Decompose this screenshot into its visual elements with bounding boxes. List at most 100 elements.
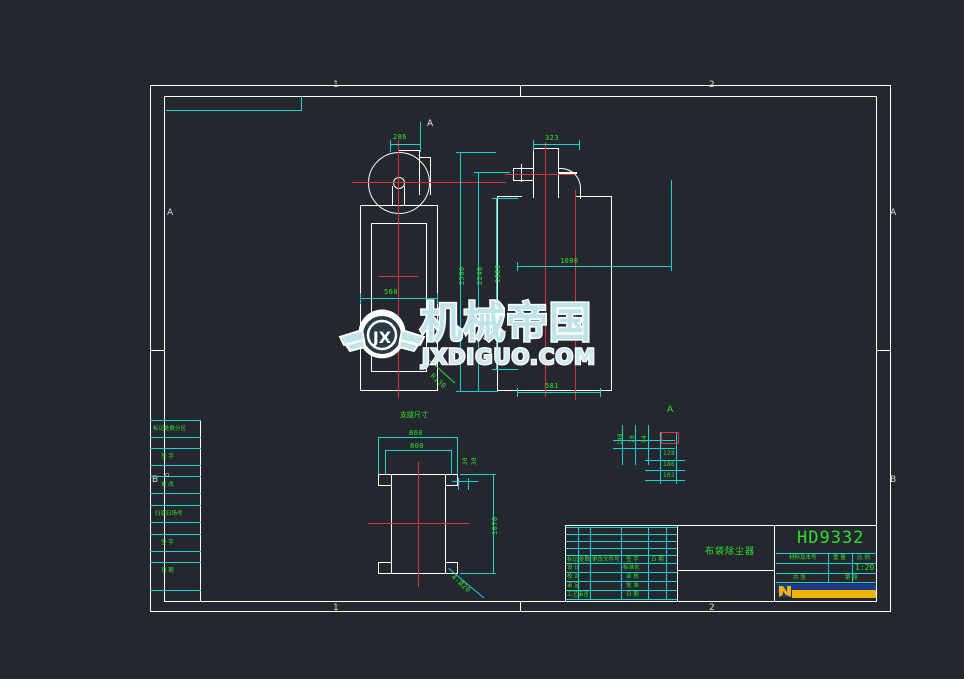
- dim-2240-ext-top: [474, 172, 510, 173]
- bottom-leg-br3: [445, 573, 458, 574]
- fan-hub-circle: [393, 177, 405, 189]
- company-logo-icon: [779, 586, 791, 597]
- sig-row-0-check: 标准化: [623, 565, 640, 571]
- rev-row-line-5: [150, 493, 201, 494]
- dim-1380-text: 1380: [494, 264, 502, 283]
- detail-a-vline-3: [648, 425, 649, 465]
- rev-table-zone-marker: ▫: [165, 471, 170, 479]
- front-neck-left: [392, 186, 393, 206]
- rev-row-line-8: [150, 534, 201, 535]
- sig-header-1: 处数: [579, 557, 591, 563]
- detail-a-vline-2: [635, 425, 636, 465]
- dim-small-tick: [452, 481, 478, 482]
- sig-v-4: [666, 527, 667, 599]
- bottom-leg-tl: [378, 474, 391, 475]
- bottom-view-title: 支腿尺寸: [400, 411, 428, 419]
- dim-2500-ext-top: [456, 152, 496, 153]
- zone-label-right-a: A: [890, 208, 897, 218]
- rev-row-line-0: [150, 420, 201, 421]
- fan-duct-top: [419, 157, 431, 158]
- company-name-bar: [792, 590, 876, 598]
- sheet-outer-border-right: [890, 85, 891, 612]
- dim-286-ext-right: [420, 140, 421, 152]
- detail-a-title: A: [667, 405, 674, 415]
- material-label: 材料及本号: [789, 555, 817, 561]
- detail-a-box: [661, 432, 678, 433]
- side-body-centerline: [575, 190, 576, 400]
- side-body-top-left: [497, 196, 522, 197]
- scale-label: 比 例: [857, 555, 870, 561]
- detail-a-vline-5: [676, 432, 677, 484]
- dim-323-ext-left: [533, 140, 534, 150]
- dim-1380-line: [496, 198, 497, 370]
- dim-286-line: [390, 144, 421, 145]
- part-number: HD9332: [797, 528, 865, 548]
- drawing-title: 布袋除尘器: [705, 547, 756, 557]
- fan-duct-right: [430, 157, 431, 195]
- front-body-outer-top: [360, 205, 438, 206]
- rev-row-line-4: [150, 476, 201, 477]
- dim-800-ext-left: [385, 450, 386, 474]
- dim-1070-line: [493, 474, 494, 573]
- zone-label-right-b: B: [890, 475, 897, 485]
- dim-1080-ext-right: [671, 262, 672, 271]
- rev-row-text-5: 日 期: [161, 568, 174, 574]
- front-neck-right: [404, 186, 405, 206]
- detail-a-box-b: [661, 443, 678, 444]
- zone-tick-right-mid: [877, 350, 891, 351]
- dim-286-text: 286: [393, 133, 407, 141]
- dim-581-ext-left: [517, 388, 518, 397]
- sheet-total-label: 共 张: [793, 575, 806, 581]
- bottom-leg-bl: [378, 562, 391, 563]
- titleblock-bottom: [565, 601, 877, 602]
- sig-v-1: [590, 527, 591, 599]
- rev-row-line-2: [150, 448, 201, 449]
- right-h-4: [776, 582, 876, 583]
- dim-1080-text: 1080: [560, 257, 579, 265]
- detail-a-d1: 148: [617, 432, 624, 445]
- dim-2240-text: 2240: [476, 266, 484, 285]
- rev-table-left-border: [150, 420, 151, 602]
- sig-row-3-role: 工艺审查: [567, 592, 590, 598]
- front-body-inner-top: [371, 223, 427, 224]
- sheet-outer-border-left: [150, 85, 151, 612]
- sheet-inner-border-left: [164, 96, 165, 602]
- watermark-main-text: 机械帝国: [418, 298, 593, 347]
- dim-860-line: [378, 437, 458, 438]
- rev-row-text-2: 更 改: [161, 482, 174, 488]
- bottom-view-horizontal-centerline: [368, 523, 470, 524]
- sig-row-2-check: 批 准: [626, 583, 639, 589]
- rev-row-line-1: [150, 437, 201, 438]
- dim-323-text: 323: [545, 134, 559, 142]
- dim-560-ext-left: [360, 293, 361, 304]
- sig-row-3-check: 日 期: [626, 592, 639, 598]
- detail-a-box-l: [661, 432, 662, 444]
- zone-label-top-2: 2: [709, 80, 715, 90]
- rev-row-text-1: 签 字: [161, 454, 174, 460]
- header-strip-bottom: [166, 110, 302, 111]
- right-h-1: [776, 553, 876, 554]
- dim-1380-ext-bot: [492, 369, 518, 370]
- header-strip-right: [301, 97, 302, 111]
- detail-a-hline-4: [645, 470, 685, 471]
- dim-581-ext-right: [600, 388, 601, 397]
- bottom-leg-br2: [457, 562, 458, 573]
- zone-label-left-b: B: [152, 475, 159, 485]
- dim-1380-ext-top: [492, 198, 518, 199]
- detail-a-hline-3: [645, 460, 685, 461]
- dim-1070-ext-bot: [460, 573, 496, 574]
- right-v-1: [828, 553, 829, 582]
- side-stack-flange-top: [513, 168, 534, 169]
- rev-row-text-4: 签 字: [161, 540, 174, 546]
- fan-housing-circle: [368, 152, 430, 214]
- dim-860-text: 860: [409, 429, 423, 437]
- sig-header-4: 日 期: [651, 557, 664, 563]
- sig-v-2: [621, 527, 622, 599]
- rev-row-line-6: [150, 505, 201, 506]
- bottom-leg-br: [445, 562, 458, 563]
- detail-a-v1: 128: [663, 450, 676, 457]
- site-watermark: JX 机械帝国 JXDIGUO.COM: [334, 299, 634, 379]
- rev-row-line-9: [150, 551, 201, 552]
- detail-a-hline-2: [613, 448, 675, 449]
- titleblock-left: [565, 525, 566, 602]
